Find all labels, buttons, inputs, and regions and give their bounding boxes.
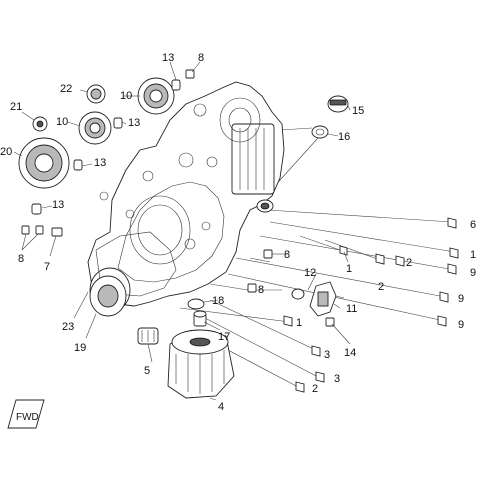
bearing-22 bbox=[86, 84, 106, 104]
callout-label: 8 bbox=[258, 284, 264, 296]
callout-label: 20 bbox=[0, 146, 12, 158]
bearing-10-lower bbox=[78, 111, 112, 145]
callout-label: 2 bbox=[406, 257, 412, 269]
callout-label: 5 bbox=[144, 365, 150, 377]
callout-label: 13 bbox=[52, 199, 64, 211]
callout-label: 23 bbox=[62, 321, 74, 333]
callout-label: 1 bbox=[470, 249, 476, 261]
callout-label: 6 bbox=[470, 219, 476, 231]
callout-label: 10 bbox=[120, 90, 132, 102]
long-bolts bbox=[283, 217, 459, 393]
callout-label: 8 bbox=[284, 249, 290, 261]
callout-label: 13 bbox=[162, 52, 174, 64]
callout-label: 13 bbox=[128, 117, 140, 129]
callout-label: 10 bbox=[56, 116, 68, 128]
callout-label: 16 bbox=[338, 131, 350, 143]
callout-label: 21 bbox=[10, 101, 22, 113]
callout-label: 17 bbox=[218, 331, 230, 343]
plug-17 bbox=[193, 310, 207, 327]
callout-leaders bbox=[13, 61, 351, 401]
callout-label: 18 bbox=[212, 295, 224, 307]
callout-label: 7 bbox=[44, 261, 50, 273]
fwd-badge: FWD bbox=[7, 399, 45, 429]
washer-16 bbox=[311, 125, 329, 139]
callout-label: 11 bbox=[346, 303, 357, 315]
callout-label: 9 bbox=[470, 267, 476, 279]
callout-label: 9 bbox=[458, 319, 464, 331]
callout-label: 14 bbox=[344, 347, 356, 359]
drain-plug-15 bbox=[327, 95, 349, 113]
sensor-11 bbox=[309, 281, 345, 317]
callout-label: 2 bbox=[378, 281, 384, 293]
bearing-20 bbox=[18, 137, 70, 189]
callout-label: 15 bbox=[352, 105, 364, 117]
crankcase-half bbox=[87, 81, 285, 313]
callout-label: 8 bbox=[198, 52, 204, 64]
callout-label: 4 bbox=[218, 401, 224, 413]
oil-filter-4 bbox=[167, 329, 235, 399]
callout-label: 12 bbox=[304, 267, 316, 279]
callout-label: 1 bbox=[296, 317, 302, 329]
bearing-10-upper bbox=[137, 77, 175, 115]
callout-labels: 13 8 22 10 21 10 13 20 13 13 15 16 6 8 7… bbox=[0, 52, 476, 413]
o-ring-12 bbox=[291, 288, 305, 300]
callout-label: 2 bbox=[312, 383, 318, 395]
seal-21 bbox=[32, 116, 48, 132]
callout-label: 3 bbox=[334, 373, 340, 385]
fwd-text: FWD bbox=[16, 412, 39, 423]
dowel-pins bbox=[31, 79, 181, 215]
washer-18 bbox=[187, 298, 205, 310]
callout-label: 22 bbox=[60, 83, 72, 95]
callout-label: 9 bbox=[458, 293, 464, 305]
callout-label: 8 bbox=[18, 253, 24, 265]
callout-label: 13 bbox=[94, 157, 106, 169]
callout-label: 19 bbox=[74, 342, 86, 354]
center-bolts-8 bbox=[247, 249, 273, 293]
callout-label: 1 bbox=[346, 263, 352, 275]
callout-label: 3 bbox=[324, 349, 330, 361]
cover-19 bbox=[89, 275, 127, 317]
fitting-5 bbox=[137, 327, 159, 345]
